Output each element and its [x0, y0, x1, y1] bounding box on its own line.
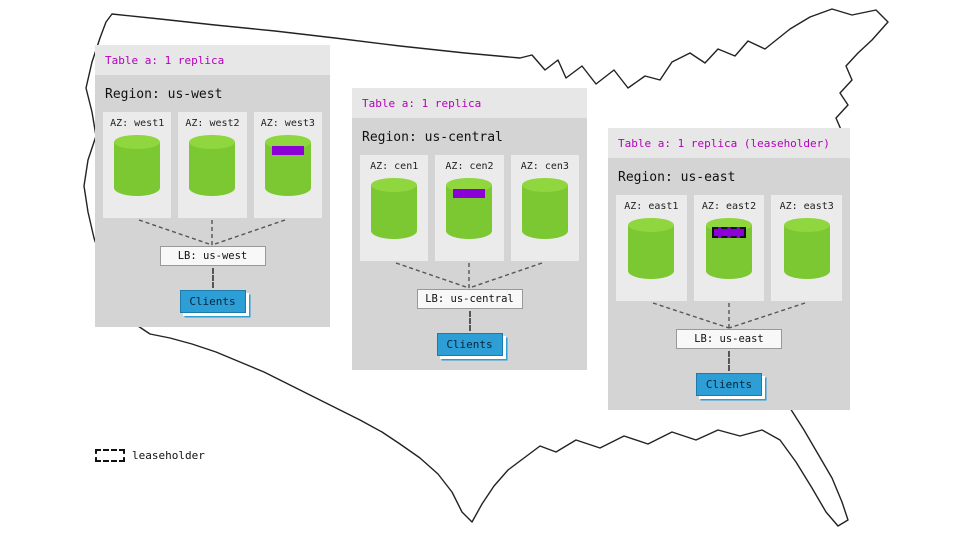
region-box-us-central: Region: us-central AZ: cen1 AZ: cen2: [352, 118, 587, 370]
region-title: Region: us-central: [362, 130, 503, 145]
az-box-east3: AZ: east3: [771, 195, 843, 301]
cylinder-top: [371, 178, 418, 192]
az-box-east1: AZ: east1: [616, 195, 687, 301]
region-box-us-west: Region: us-west AZ: west1 AZ: west2: [95, 75, 330, 327]
database-cylinder: [783, 218, 830, 286]
az-row: AZ: cen1 AZ: cen2 AZ: cen3: [360, 155, 579, 261]
cylinder-top: [783, 218, 830, 232]
az-label: AZ: cen2: [445, 161, 494, 172]
az-label: AZ: west1: [110, 118, 165, 129]
region-group-us-west: Table a: 1 replica Region: us-west AZ: w…: [95, 45, 330, 327]
region-box-us-east: Region: us-east AZ: east1 AZ: east2: [608, 158, 850, 410]
cylinder-body: [783, 225, 830, 279]
leaseholder-band: [712, 227, 746, 238]
database-cylinder: [371, 178, 418, 246]
az-box-west3: AZ: west3: [253, 112, 322, 218]
cylinder-top: [264, 135, 311, 149]
replica-band: [453, 189, 486, 198]
az-row: AZ: west1 AZ: west2 AZ: west3: [103, 112, 322, 218]
table-replica-header: Table a: 1 replica: [352, 88, 587, 118]
region-group-us-east: Table a: 1 replica (leaseholder) Region:…: [608, 128, 850, 410]
lb-connector-lines: [652, 302, 806, 329]
database-cylinder: [189, 135, 236, 203]
lb-connector-lines: [395, 262, 543, 289]
cylinder-top: [521, 178, 568, 192]
clients-connector-line: [468, 311, 471, 331]
cylinder-top: [628, 218, 675, 232]
database-cylinder: [114, 135, 161, 203]
az-box-west1: AZ: west1: [103, 112, 172, 218]
load-balancer-box: LB: us-central: [416, 289, 523, 309]
legend-label: leaseholder: [132, 449, 205, 462]
az-box-cen1: AZ: cen1: [360, 155, 429, 261]
legend: leaseholder: [95, 449, 205, 462]
az-label: AZ: east2: [701, 201, 757, 212]
clients-connector-line: [728, 351, 730, 371]
az-box-east2: AZ: east2: [693, 195, 765, 301]
database-cylinder: [706, 218, 752, 286]
clients-connector-line: [211, 268, 214, 288]
cylinder-top: [189, 135, 236, 149]
az-label: AZ: cen1: [370, 161, 419, 172]
clients-box: Clients: [436, 333, 503, 356]
database-cylinder: [628, 218, 675, 286]
table-replica-label: Table a: 1 replica: [362, 96, 482, 110]
table-replica-header: Table a: 1 replica: [95, 45, 330, 75]
load-balancer-box: LB: us-west: [159, 246, 266, 266]
table-replica-label: Table a: 1 replica: [105, 53, 225, 67]
az-label: AZ: west2: [185, 118, 240, 129]
clients-box: Clients: [179, 290, 246, 313]
table-replica-label: Table a: 1 replica (leaseholder): [618, 136, 830, 150]
clients-box: Clients: [696, 373, 762, 396]
region-title: Region: us-west: [105, 87, 223, 102]
az-box-cen2: AZ: cen2: [435, 155, 504, 261]
cylinder-body: [189, 142, 236, 196]
cylinder-body: [114, 142, 161, 196]
az-label: AZ: cen3: [520, 161, 569, 172]
database-cylinder: [264, 135, 311, 203]
az-box-west2: AZ: west2: [178, 112, 247, 218]
lb-connector-lines: [138, 219, 286, 246]
database-cylinder: [446, 178, 493, 246]
cylinder-top: [114, 135, 161, 149]
cylinder-top: [446, 178, 493, 192]
table-replica-header: Table a: 1 replica (leaseholder): [608, 128, 850, 158]
az-label: AZ: west3: [260, 118, 315, 129]
cylinder-body: [628, 225, 675, 279]
region-title: Region: us-east: [618, 170, 736, 185]
replica-band: [271, 146, 304, 155]
database-cylinder: [521, 178, 568, 246]
leaseholder-swatch-icon: [95, 449, 125, 462]
load-balancer-box: LB: us-east: [676, 329, 782, 349]
cylinder-body: [371, 185, 418, 239]
az-box-cen3: AZ: cen3: [510, 155, 579, 261]
az-label: AZ: east1: [624, 201, 679, 212]
az-row: AZ: east1 AZ: east2 AZ: east3: [616, 195, 843, 301]
region-group-us-central: Table a: 1 replica Region: us-central AZ…: [352, 88, 587, 370]
az-label: AZ: east3: [779, 201, 834, 212]
cylinder-body: [521, 185, 568, 239]
